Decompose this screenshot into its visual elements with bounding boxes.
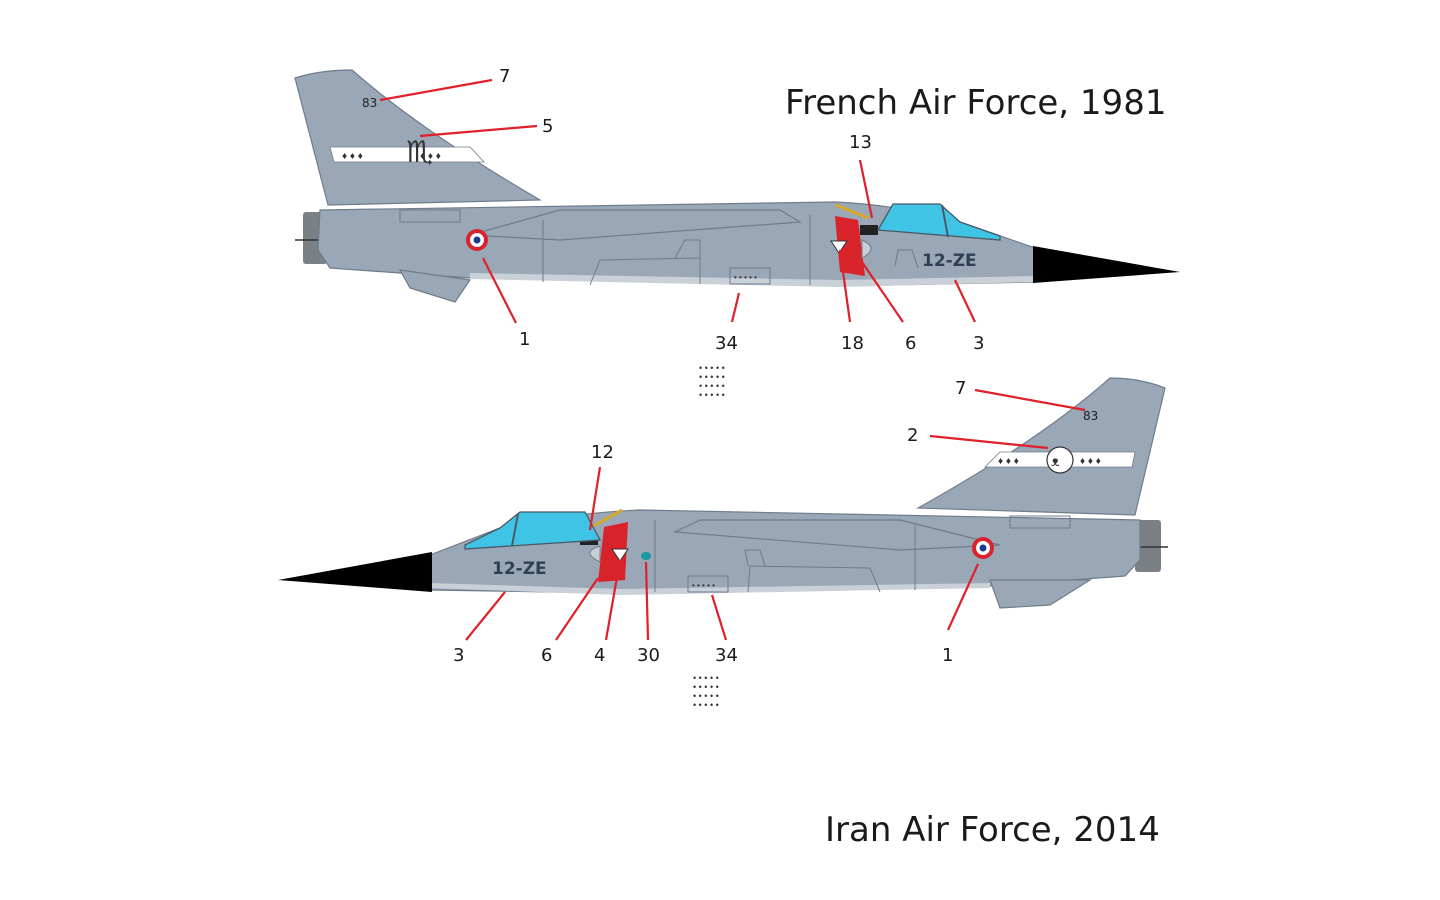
tail-fin <box>294 69 543 206</box>
intake-cone <box>861 239 872 259</box>
bottom-callout: 2 <box>907 425 918 446</box>
bottom-callout: 3 <box>453 645 464 666</box>
bottom-unit-code: 12-ZE <box>492 559 547 579</box>
band-ermine-marks: ♦ ♦ ♦ ♦ ♦ ♦ <box>342 151 441 162</box>
wolf-emblem: ᴥ <box>1046 446 1074 474</box>
warning-triangle <box>611 548 629 562</box>
svg-text:♦ ♦ ♦: ♦ ♦ ♦ <box>420 151 441 162</box>
intake-red <box>598 522 628 582</box>
svg-text:ᴥ: ᴥ <box>1051 453 1060 469</box>
svg-text:• • • • •: • • • • • <box>699 372 725 382</box>
svg-text:♦ ♦ ♦: ♦ ♦ ♦ <box>998 456 1019 467</box>
bottom-callout: 30 <box>637 645 660 666</box>
top-callout: 13 <box>849 132 872 153</box>
svg-text:♦ ♦ ♦: ♦ ♦ ♦ <box>342 151 363 162</box>
svg-text:• • • • •: • • • • • <box>693 682 719 692</box>
bottom-dot-grid: • • • • • • • • • • • • • • • • • • • • <box>693 673 719 710</box>
bottom-leader-lines <box>465 388 1086 641</box>
top-dot-grid: • • • • • • • • • • • • • • • • • • • • <box>699 363 725 400</box>
svg-text:• • • • •: • • • • • <box>693 673 719 683</box>
belly-stripe <box>430 583 990 595</box>
svg-text:• • • • •: • • • • • <box>692 581 715 590</box>
bottom-callout-labels: 7 2 12 3 6 4 30 34 1 <box>453 378 966 666</box>
svg-text:• • • • •: • • • • • <box>693 691 719 701</box>
nose-cone <box>1033 246 1180 283</box>
rescue-decal <box>860 225 878 235</box>
rescue-arrow <box>589 508 623 530</box>
canopy <box>464 511 602 550</box>
bottom-aircraft: ♦ ♦ ♦ ♦ ♦ ♦ ᴥ • • • • • 83 1 <box>278 377 1168 609</box>
canopy <box>876 203 1001 241</box>
top-unit-code: 12-ZE <box>922 251 977 271</box>
ventral-fin <box>398 269 472 303</box>
top-callout: 18 <box>841 333 864 354</box>
svg-text:• • • • •: • • • • • <box>699 381 725 391</box>
top-callout: 3 <box>973 333 984 354</box>
bottom-callout: 34 <box>715 645 738 666</box>
top-aircraft: ♦ ♦ ♦ ♦ ♦ ♦ ♏ <box>294 69 1180 303</box>
blue-marker <box>641 552 651 560</box>
bottom-callout: 12 <box>591 442 614 463</box>
rescue-arrow <box>835 203 869 220</box>
svg-text:• • • • •: • • • • • <box>693 700 719 710</box>
bottom-callout: 6 <box>541 645 552 666</box>
top-callout: 1 <box>519 329 530 350</box>
top-title: French Air Force, 1981 <box>785 83 1166 123</box>
roundel <box>466 229 488 251</box>
belly-stripe <box>470 273 1035 287</box>
warning-triangle <box>830 240 848 254</box>
top-leader-lines <box>379 78 976 324</box>
vent-panel <box>729 267 771 285</box>
top-callout: 5 <box>542 116 553 137</box>
intake-cone <box>589 545 601 563</box>
wing <box>469 209 802 241</box>
top-callout-labels: 7 5 13 1 34 18 6 3 <box>499 66 984 354</box>
nose-cone <box>278 552 432 592</box>
ventral-fin <box>989 579 1093 609</box>
bottom-title: Iran Air Force, 2014 <box>825 810 1160 850</box>
bottom-callout: 4 <box>594 645 605 666</box>
scorpion-emblem: ♏ <box>406 136 433 169</box>
bottom-callout: 1 <box>942 645 953 666</box>
top-callout: 6 <box>905 333 916 354</box>
top-tail-number: 83 <box>362 96 377 110</box>
exhaust-nozzle <box>1135 520 1161 572</box>
band-ermine-marks: ♦ ♦ ♦ ♦ ♦ ♦ <box>998 456 1101 467</box>
wing <box>672 519 1001 551</box>
svg-text:• • • • •: • • • • • <box>699 363 725 373</box>
vent-panel <box>687 575 729 593</box>
top-callout: 7 <box>499 66 510 87</box>
bottom-callout: 7 <box>955 378 966 399</box>
bottom-tail-number: 83 <box>1083 409 1098 423</box>
roundel <box>972 537 994 559</box>
tail-band <box>329 146 485 163</box>
svg-text:• • • • •: • • • • • <box>699 390 725 400</box>
svg-text:♦ ♦ ♦: ♦ ♦ ♦ <box>1080 456 1101 467</box>
top-callout: 34 <box>715 333 738 354</box>
svg-text:• • • • •: • • • • • <box>734 273 757 282</box>
